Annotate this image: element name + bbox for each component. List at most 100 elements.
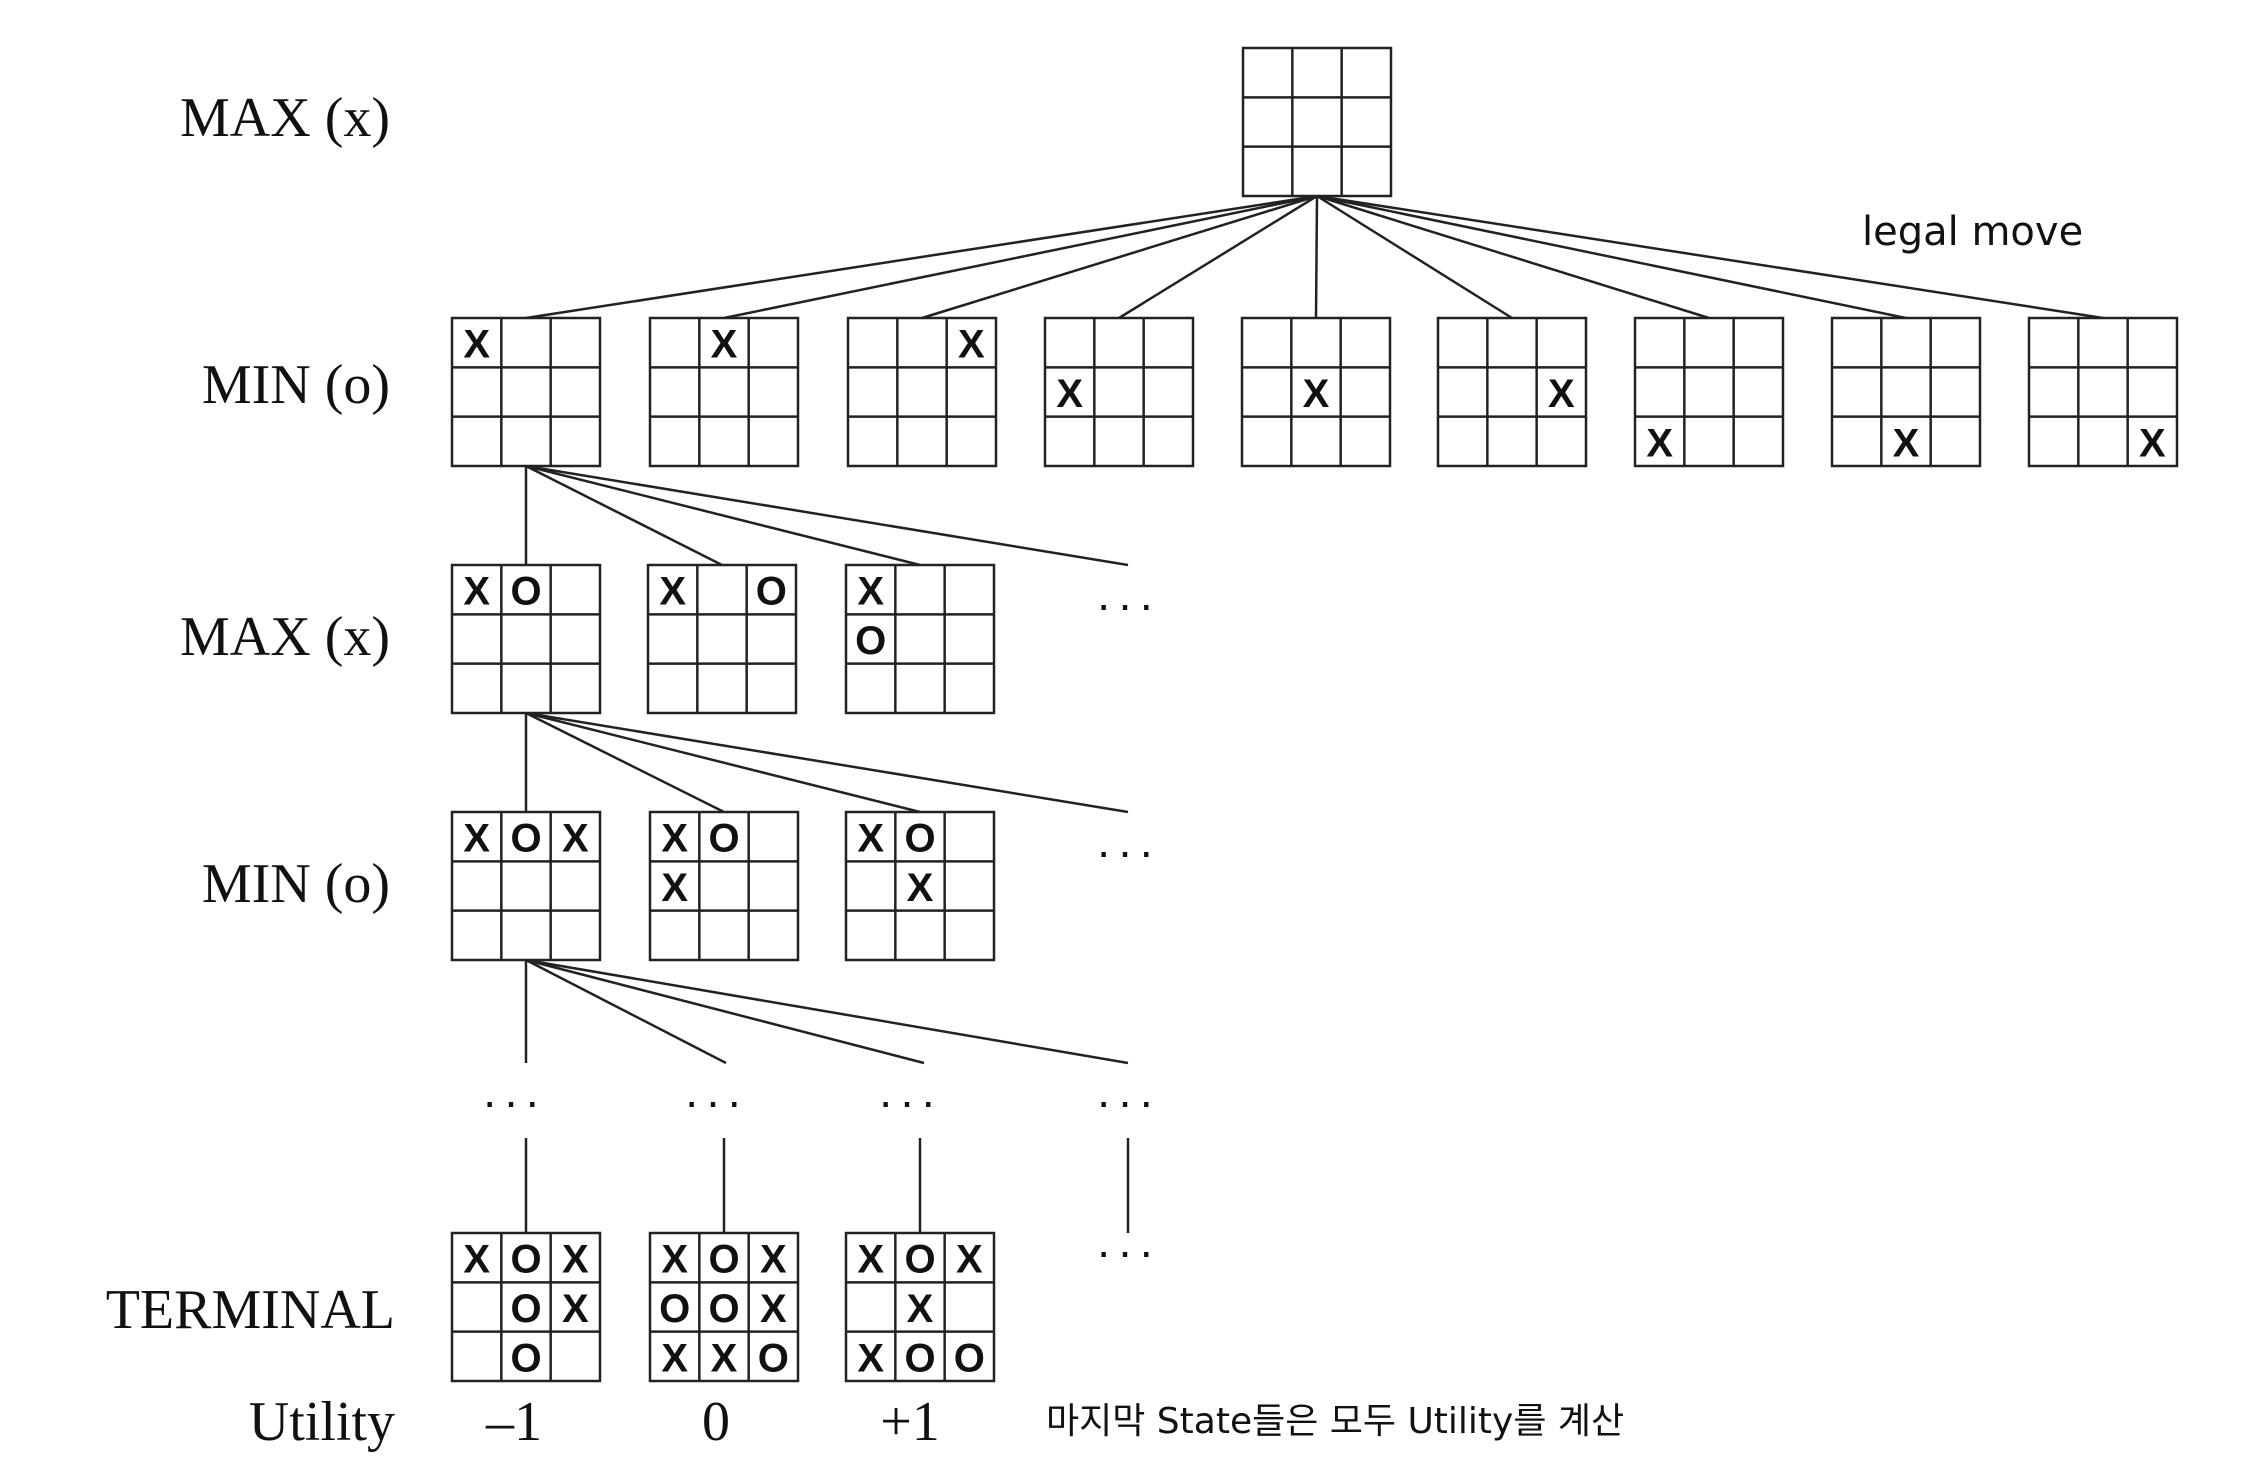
tree-edge <box>525 464 1129 567</box>
max2-board: XO <box>844 563 996 715</box>
utility-value: –1 <box>485 1391 542 1453</box>
o-mark: O <box>510 570 541 614</box>
tree-edges <box>524 194 2104 1233</box>
terminal-note-annotation: 마지막 State들은 모두 Utility를 계산 <box>1046 1401 1624 1442</box>
x-mark: X <box>760 1238 787 1282</box>
tree-edge <box>1316 194 1513 320</box>
x-mark: X <box>1646 421 1673 465</box>
board-frame <box>450 563 602 715</box>
min1-board: X <box>1043 316 1195 468</box>
o-mark: O <box>510 1238 541 1282</box>
board-frame <box>646 563 798 715</box>
x-mark: X <box>956 1238 983 1282</box>
x-mark: X <box>1893 421 1920 465</box>
x-mark: X <box>857 817 884 861</box>
ellipsis: ··· <box>1096 578 1160 630</box>
min1-board: X <box>1240 316 1392 468</box>
x-mark: X <box>659 570 686 614</box>
board-frame <box>648 316 800 468</box>
o-mark: O <box>904 1336 935 1380</box>
tree-edge <box>1316 194 1907 320</box>
tree-edge <box>525 464 723 567</box>
board-frame <box>844 563 996 715</box>
min1-board: X <box>648 316 800 468</box>
board-frame <box>1241 46 1393 198</box>
board-frame <box>648 1231 800 1383</box>
o-mark: O <box>708 1287 739 1331</box>
tree-edge <box>1316 194 2104 320</box>
tree-edge <box>525 711 725 814</box>
level-label-max-1: MAX (x) <box>180 87 390 149</box>
min1-board: X <box>1633 316 1785 468</box>
level-label-terminal: TERMINAL <box>106 1279 395 1341</box>
x-mark: X <box>907 866 934 910</box>
tree-edge <box>525 194 1318 320</box>
o-mark: O <box>708 1238 739 1282</box>
x-mark: X <box>463 323 490 367</box>
o-mark: O <box>708 817 739 861</box>
x-mark: X <box>562 1238 589 1282</box>
o-mark: O <box>756 570 787 614</box>
min1-board: X <box>1830 316 1982 468</box>
x-mark: X <box>1056 372 1083 416</box>
x-mark: X <box>711 1336 738 1380</box>
board-frame <box>844 1231 996 1383</box>
board-frame <box>450 1231 602 1383</box>
tree-edge <box>921 194 1318 320</box>
x-mark: X <box>562 1287 589 1331</box>
x-mark: X <box>463 570 490 614</box>
x-mark: X <box>562 817 589 861</box>
tree-edge <box>1314 195 1319 319</box>
board-frame <box>450 316 602 468</box>
o-mark: O <box>758 1336 789 1380</box>
tree-edge <box>525 958 727 1065</box>
o-mark: O <box>659 1287 690 1331</box>
board-frame <box>1633 316 1785 468</box>
board-frame <box>1043 316 1195 468</box>
ellipsis: ··· <box>684 1075 748 1127</box>
board-frame <box>2027 316 2179 468</box>
tree-edge <box>525 958 925 1065</box>
o-mark: O <box>904 817 935 861</box>
tree-edge <box>525 711 921 814</box>
root-board <box>1241 46 1393 198</box>
board-frame <box>846 316 998 468</box>
x-mark: X <box>463 1238 490 1282</box>
x-mark: X <box>857 570 884 614</box>
x-mark: X <box>711 323 738 367</box>
board-frame <box>1436 316 1588 468</box>
x-mark: X <box>661 866 688 910</box>
ellipsis: ··· <box>1096 1075 1160 1127</box>
x-mark: X <box>857 1336 884 1380</box>
tree-edge <box>525 464 921 567</box>
min1-board: X <box>846 316 998 468</box>
x-mark: X <box>661 1238 688 1282</box>
board-frame <box>648 810 800 962</box>
level-label-min-2: MIN (o) <box>202 853 390 915</box>
utility-value: 0 <box>702 1391 730 1453</box>
x-mark: X <box>1303 372 1330 416</box>
ellipsis: ··· <box>482 1075 546 1127</box>
level-label-min-1: MIN (o) <box>202 354 390 416</box>
x-mark: X <box>857 1238 884 1282</box>
legal-move-annotation: legal move <box>1862 209 2083 255</box>
ellipsis: ··· <box>1096 825 1160 877</box>
o-mark: O <box>954 1336 985 1380</box>
tree-edge <box>525 711 1129 814</box>
min1-board: X <box>1436 316 1588 468</box>
level-label-max-2: MAX (x) <box>180 606 390 668</box>
tree-edge <box>1118 194 1318 320</box>
x-mark: X <box>958 323 985 367</box>
x-mark: X <box>760 1287 787 1331</box>
x-mark: X <box>463 817 490 861</box>
